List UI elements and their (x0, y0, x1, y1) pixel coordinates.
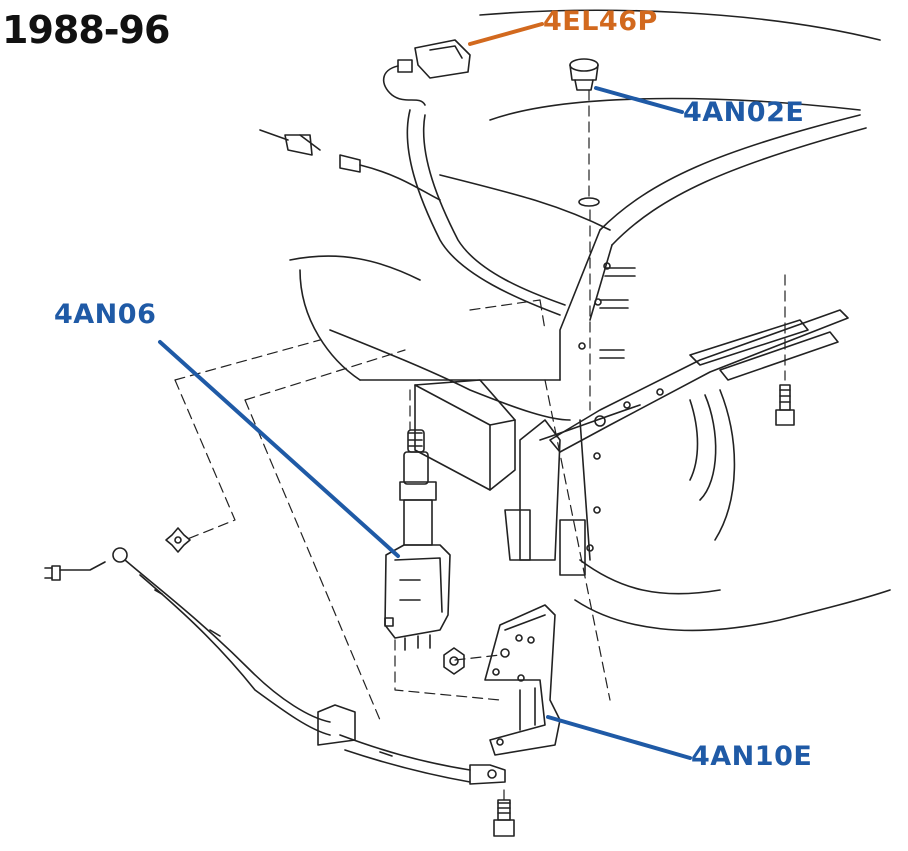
leader-4el46p (468, 22, 544, 46)
star-washer (165, 527, 191, 553)
mounting-bracket (484, 604, 561, 756)
leader-4an02e (594, 86, 684, 114)
wiring-connector (259, 39, 566, 316)
callout-4an02e: 4AN02E (683, 97, 805, 128)
bottom-bolt (493, 799, 515, 837)
grommet (569, 58, 600, 207)
antenna-mast (384, 429, 451, 651)
diagram-title: 1988-96 (2, 8, 170, 52)
callout-leaders (158, 22, 692, 760)
foam-block (414, 379, 516, 491)
nut (443, 647, 465, 675)
callout-4el46p: 4EL46P (543, 6, 658, 37)
callout-4an06: 4AN06 (54, 299, 157, 330)
leader-4an06 (158, 340, 400, 558)
ground-cable (44, 547, 506, 785)
inner-fender-rail (504, 309, 849, 576)
fender-studs (578, 262, 636, 359)
leader-4an10e (546, 715, 692, 760)
assembly-guide-lines (174, 89, 786, 801)
callout-4an10e: 4AN10E (691, 741, 813, 772)
right-bolt (775, 384, 795, 426)
